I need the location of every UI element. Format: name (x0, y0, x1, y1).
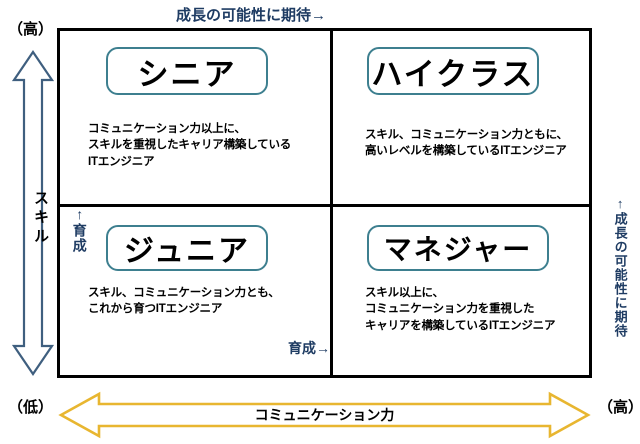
quadrant-high-class[interactable]: ハイクラス スキル、コミュニケーション力ともに、 高いレベルを構築しているITエ… (333, 31, 592, 204)
development-left-label: ↑育成 (71, 206, 88, 253)
matrix-divider-horizontal (57, 204, 592, 207)
matrix-divider-vertical (330, 28, 333, 378)
growth-potential-right-label: ↑成長の可能性に期待 (612, 196, 628, 338)
quadrant-senior[interactable]: シニア コミュニケーション力以上に、 スキルを重視したキャリア構築している IT… (60, 31, 330, 204)
quadrant-manager-description: スキル以上に、 コミュニケーション力を重視した キャリアを構築しているITエンジ… (365, 287, 556, 332)
quadrant-junior-title: ジュニア (106, 225, 268, 271)
skill-low-label: （低） (8, 399, 54, 416)
quadrant-senior-description: コミュニケーション力以上に、 スキルを重視したキャリア構築している ITエンジニ… (88, 123, 292, 168)
skill-axis-label: スキル (32, 190, 49, 247)
development-bottom-label: 育成→ (288, 340, 330, 356)
quadrant-junior-description: スキル、コミュニケーション力とも、 これから育つITエンジニア (88, 287, 280, 316)
quadrant-manager-title: マネジャー (367, 225, 549, 271)
quadrant-high-class-title: ハイクラス (367, 47, 539, 95)
quadrant-junior[interactable]: ジュニア スキル、コミュニケーション力とも、 これから育つITエンジニア (60, 207, 330, 378)
growth-potential-top-label: 成長の可能性に期待→ (176, 7, 327, 24)
quadrant-senior-title: シニア (106, 47, 268, 95)
double-arrow-vertical-icon (11, 48, 55, 378)
communication-high-label: （高） (598, 399, 640, 416)
quadrant-manager[interactable]: マネジャー スキル以上に、 コミュニケーション力を重視した キャリアを構築してい… (333, 207, 592, 378)
quadrant-high-class-description: スキル、コミュニケーション力ともに、 高いレベルを構築しているITエンジニア (365, 129, 568, 158)
double-arrow-horizontal-icon (57, 391, 592, 439)
communication-axis-label: コミュニケーション力 (254, 407, 395, 423)
skill-high-label: （高） (8, 21, 54, 38)
